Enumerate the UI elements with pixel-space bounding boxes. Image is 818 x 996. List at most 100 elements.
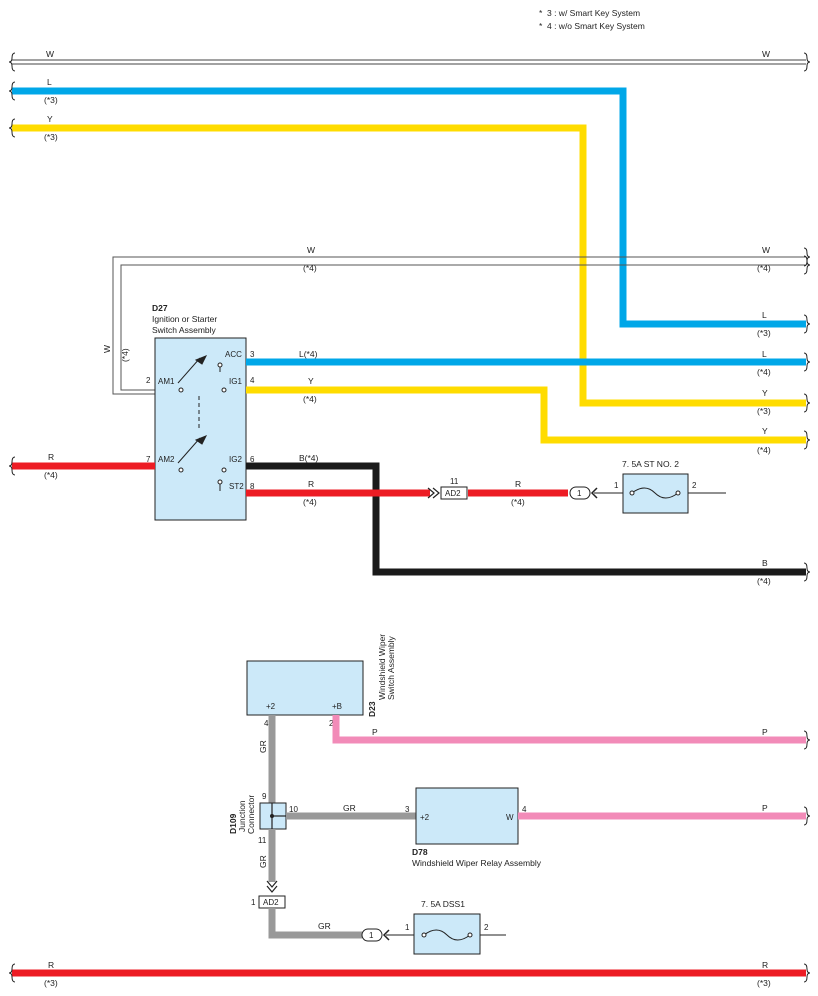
fuse-dss1: 7. 5A DSS1 1 2 — [405, 899, 506, 955]
wire-break-right-7 — [803, 562, 811, 582]
d27-term-am2: AM2 — [158, 455, 175, 464]
d109-name-1: Junction — [237, 800, 247, 832]
d23-name-1: Windshield Wiper — [377, 634, 387, 700]
d109-pin-10: 10 — [289, 805, 298, 814]
wire-p-top: P P — [332, 715, 806, 744]
wire-label-y-right4: Y — [762, 426, 768, 436]
wire-label-gr-vert: GR — [258, 740, 268, 753]
wire-label-r-st2: R — [308, 479, 314, 489]
note-r-fuse: (*4) — [511, 497, 525, 507]
wire-break-right-1 — [803, 247, 811, 267]
wire-y-ig1: Y (*4) Y (*4) — [246, 376, 806, 455]
d109-name-2: Connector — [246, 795, 256, 834]
ad2-connector-bottom: AD2 1 — [251, 895, 286, 909]
wire-label-gr-lower: GR — [258, 855, 268, 868]
wire-break-right-8 — [803, 730, 811, 750]
wire-break-right-5 — [803, 393, 811, 413]
note-r-bottom-right: (*3) — [757, 978, 771, 988]
wire-w-top: W W — [12, 49, 806, 65]
note-w-loop: (*4) — [303, 263, 317, 273]
note-l-acc-right: (*4) — [757, 367, 771, 377]
note-w-loop-right: (*4) — [757, 263, 771, 273]
wire-label-gr-bottom: GR — [318, 921, 331, 931]
wire-w-loop: W (*4) W (*4) W (*4) — [102, 245, 806, 395]
d27-name-1: Ignition or Starter — [152, 314, 217, 324]
d78-name: Windshield Wiper Relay Assembly — [412, 858, 542, 868]
note-l-left: (*3) — [44, 95, 58, 105]
wire-gr-bottom: GR 1 — [268, 908, 414, 942]
wire-break-right-4 — [803, 352, 811, 372]
ad2-connector-top: AD2 11 — [427, 477, 468, 500]
note-b-right: (*4) — [757, 576, 771, 586]
d27-ignition-switch: D27 Ignition or Starter Switch Assembly … — [146, 303, 255, 521]
wire-label-r-fuse: R — [515, 479, 521, 489]
wire-r-st2: R (*4) R (*4) — [246, 479, 568, 507]
d23-term-plus2: +2 — [266, 702, 276, 711]
d109-pin-11: 11 — [258, 836, 267, 845]
wire-gr-vert: GR — [258, 715, 276, 803]
wire-label-l-left: L — [47, 77, 52, 87]
legend-note-4: 4 : w/o Smart Key System — [547, 21, 645, 31]
wire-l-blue: L (*3) L (*3) — [12, 77, 806, 338]
legend-note-3: 3 : w/ Smart Key System — [547, 8, 640, 18]
note-l-right: (*3) — [757, 328, 771, 338]
wire-break-left-0 — [8, 52, 16, 72]
legend-star-3: * — [539, 8, 543, 18]
wire-gr-lower: GR — [258, 829, 278, 893]
wire-b-ig2: B(*4) B (*4) — [246, 453, 806, 586]
wire-label-p-top-right: P — [762, 727, 768, 737]
d27-term-st2: ST2 — [229, 482, 244, 491]
wire-label-r-left: R — [48, 452, 54, 462]
d23-pin-2: 2 — [329, 719, 334, 728]
connector-1-bottom-label: 1 — [369, 931, 374, 940]
legend-star-4: * — [539, 21, 543, 31]
wire-label-w-vert: W — [102, 345, 112, 353]
d109-pin-9: 9 — [262, 792, 267, 801]
wire-label-b-right: B — [762, 558, 768, 568]
wire-r-bottom: R (*3) R (*3) — [12, 960, 806, 988]
connector-1-top-label: 1 — [577, 489, 582, 498]
ad2-bottom-pin: 1 — [251, 898, 256, 907]
d23-pin-4: 4 — [264, 719, 269, 728]
fuse-st-pin-1: 1 — [614, 481, 619, 490]
legend: * 3 : w/ Smart Key System * 4 : w/o Smar… — [539, 8, 645, 31]
d27-pin-8: 8 — [250, 482, 255, 491]
wire-label-r-bottom-right: R — [762, 960, 768, 970]
d78-wiper-relay: +2 W 3 4 D78 Windshield Wiper Relay Asse… — [405, 787, 542, 868]
fuse-st-pin-2: 2 — [692, 481, 697, 490]
ad2-top-pin: 11 — [450, 477, 459, 486]
note-r-st2: (*4) — [303, 497, 317, 507]
wire-label-w-left: W — [46, 49, 54, 59]
d27-term-am1: AM1 — [158, 377, 175, 386]
d23-name-2: Switch Assembly — [386, 635, 396, 700]
wire-label-y-ig1: Y — [308, 376, 314, 386]
d23-term-plusb: +B — [332, 702, 342, 711]
wire-label-w-loop: W — [307, 245, 315, 255]
d27-term-ig2: IG2 — [229, 455, 242, 464]
note-w-vert: (*4) — [120, 348, 130, 362]
note-r-left: (*4) — [44, 470, 58, 480]
wire-label-l-acc-right: L — [762, 349, 767, 359]
d78-pin-4: 4 — [522, 805, 527, 814]
d23-code: D23 — [367, 701, 377, 717]
wire-break-left-4 — [8, 963, 16, 983]
wire-break-right-6 — [803, 430, 811, 450]
d27-name-2: Switch Assembly — [152, 325, 217, 335]
wire-break-marks — [8, 52, 811, 983]
wire-label-y-left: Y — [47, 114, 53, 124]
ad2-top-label: AD2 — [445, 489, 461, 498]
wire-label-r-bottom: R — [48, 960, 54, 970]
fuse-dss-pin-1: 1 — [405, 923, 410, 932]
d27-pin-6: 6 — [250, 455, 255, 464]
fuse-dss-pin-2: 2 — [484, 923, 489, 932]
note-y-ig1: (*4) — [303, 394, 317, 404]
wire-label-p-mid: P — [762, 803, 768, 813]
wire-break-right-3 — [803, 314, 811, 334]
wire-label-l-right: L — [762, 310, 767, 320]
note-r-bottom: (*3) — [44, 978, 58, 988]
wire-break-left-2 — [8, 118, 16, 138]
wire-l-acc: L(*4) L (*4) — [246, 349, 806, 377]
wire-label-w-loop-right: W — [762, 245, 770, 255]
d27-pin-2: 2 — [146, 376, 151, 385]
wire-label-y-right3: Y — [762, 388, 768, 398]
